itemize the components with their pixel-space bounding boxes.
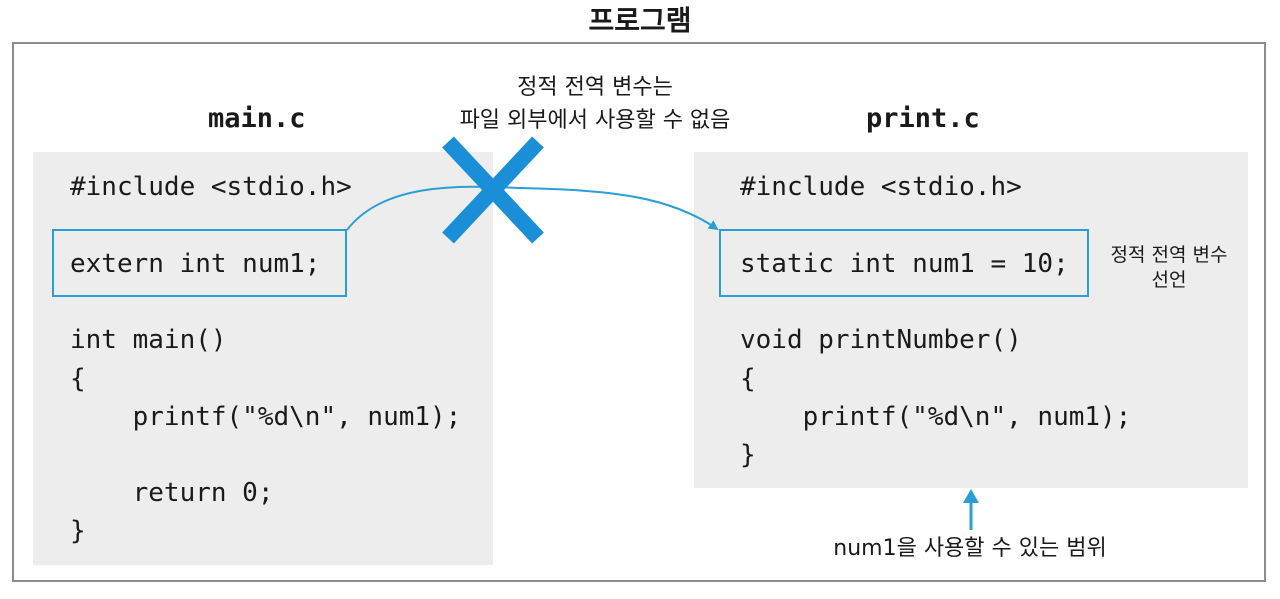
left-code-line-return: return 0;: [70, 478, 274, 508]
program-frame: [12, 42, 1266, 582]
declaration-note-line1: 정적 전역 변수: [1110, 244, 1228, 266]
left-code-line-close-brace: }: [70, 516, 86, 546]
left-filename: main.c: [208, 103, 306, 134]
left-code-line-main: int main(): [70, 325, 227, 355]
left-extern-highlight: [52, 229, 347, 297]
scope-up-arrow-icon: [963, 489, 979, 530]
left-code-panel: [33, 152, 493, 565]
reference-arrow-icon: [346, 185, 719, 231]
left-code-line-open-brace: {: [70, 364, 86, 394]
right-code-line-function: void printNumber(): [740, 325, 1022, 355]
cross-icon: [442, 136, 544, 244]
right-code-line-printf: printf("%d\n", num1);: [740, 402, 1132, 432]
right-code-line-close-brace: }: [740, 440, 756, 470]
right-code-line-include: #include <stdio.h>: [740, 172, 1022, 202]
diagram-title: 프로그램: [588, 4, 692, 37]
right-filename: print.c: [866, 103, 980, 134]
left-code-line-include: #include <stdio.h>: [70, 172, 352, 202]
right-code-line-open-brace: {: [740, 364, 756, 394]
right-static-highlight: [719, 229, 1089, 297]
blocked-note-line2: 파일 외부에서 사용할 수 없음: [459, 108, 731, 133]
declaration-note-line2: 선언: [1151, 269, 1187, 291]
right-code-line-static: static int num1 = 10;: [740, 249, 1069, 279]
right-code-panel: [694, 152, 1248, 488]
blocked-note-line1: 정적 전역 변수는: [517, 75, 673, 100]
left-code-line-extern: extern int num1;: [70, 249, 321, 279]
scope-note: num1을 사용할 수 있는 범위: [833, 536, 1107, 561]
left-code-line-printf: printf("%d\n", num1);: [70, 402, 462, 432]
